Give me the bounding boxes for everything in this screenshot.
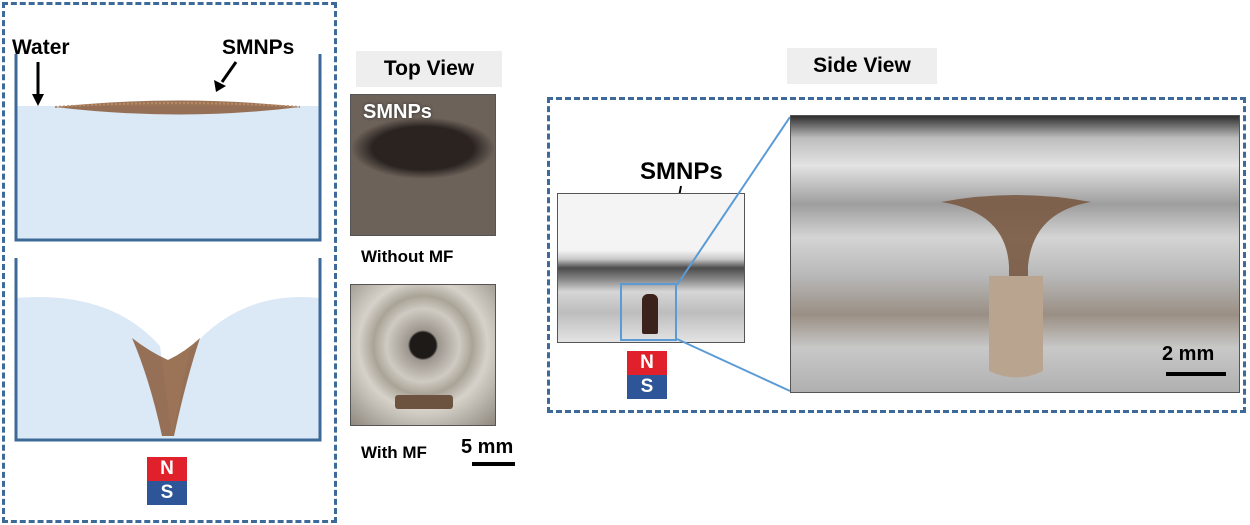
magnet-side: N S	[627, 351, 667, 399]
container-walls-bottom	[14, 258, 322, 442]
particle-cone	[132, 338, 200, 436]
magnet-schematic: N S	[147, 457, 187, 505]
magnet-south-side: S	[627, 375, 667, 399]
deformed-water	[16, 297, 320, 440]
particles-arrow	[220, 61, 238, 83]
scale-bar-label-top: 5 mm	[461, 436, 514, 458]
photo-side-overview	[557, 193, 745, 343]
smnps-label-schematic: SMNPs	[222, 36, 295, 59]
side-view-heading: Side View	[787, 48, 937, 84]
panel-side-frame	[547, 97, 1246, 413]
magnet-south: S	[147, 481, 187, 505]
schematic-bottom-container	[14, 258, 322, 442]
particle-funnel	[941, 195, 1091, 378]
scale-bar-side	[1166, 372, 1226, 376]
caption-with-mf: With MF	[361, 443, 427, 462]
photo-side-zoom	[790, 115, 1240, 393]
magnet-north-side: N	[627, 351, 667, 375]
top-view-heading: Top View	[356, 51, 502, 87]
particle-column-small	[642, 294, 658, 334]
magnet-north: N	[147, 457, 187, 481]
scale-bar-label-side: 2 mm	[1162, 343, 1215, 365]
panel-schematic-frame	[2, 2, 337, 523]
smnps-photo-overlay: SMNPs	[363, 101, 432, 123]
photo-with-field	[350, 284, 496, 426]
water-label: Water	[12, 36, 70, 59]
smnps-label-side: SMNPs	[640, 158, 723, 185]
water-layer	[16, 106, 320, 240]
photo-without-field: SMNPs	[350, 94, 496, 236]
caption-without-mf: Without MF	[361, 247, 454, 266]
container-walls	[14, 54, 322, 242]
particle-column-base	[395, 395, 453, 409]
zoom-region-box	[620, 283, 677, 341]
scale-bar-top	[472, 462, 515, 466]
schematic-top-container	[14, 54, 322, 242]
